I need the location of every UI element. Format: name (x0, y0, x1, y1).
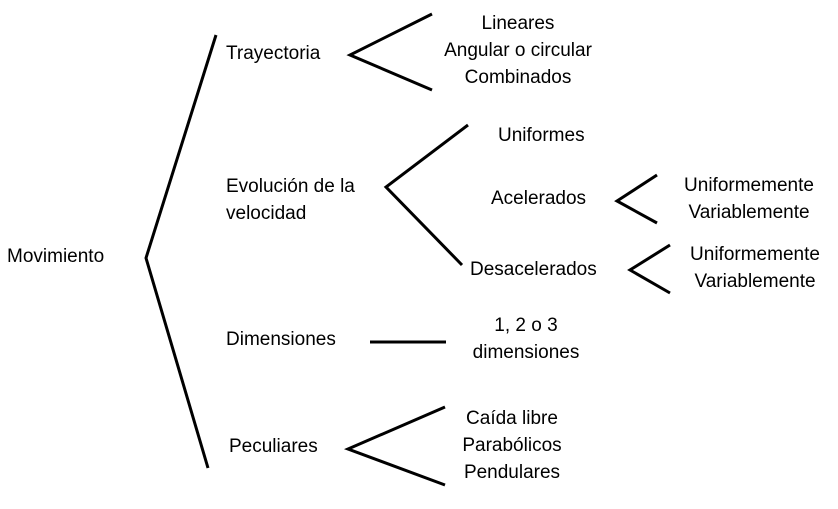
peculiares-items: Caída libre Parabólicos Pendulares (450, 405, 574, 486)
trayectoria-bracket (346, 12, 433, 92)
velocidad-label-line1: Evolución de la (226, 176, 355, 197)
acelerados-item: Uniformemente (684, 175, 814, 196)
peculiares-label: Peculiares (229, 436, 318, 457)
dimensiones-label: Dimensiones (226, 329, 336, 350)
velocidad-label-line2: velocidad (226, 203, 307, 224)
dimensiones-value: 1, 2 o 3 dimensiones (456, 312, 596, 366)
root-bracket (144, 34, 218, 469)
desacelerados-item: Uniformemente (690, 244, 820, 265)
trayectoria-item: Combinados (464, 67, 572, 88)
trayectoria-item: Lineares (481, 13, 555, 34)
peculiares-item: Caída libre (466, 408, 558, 429)
desacelerados-bracket (627, 243, 671, 295)
acelerados-items: Uniformemente Variablemente (670, 172, 828, 226)
peculiares-item: Parabólicos (462, 435, 562, 456)
trayectoria-item: Angular o circular (444, 40, 592, 61)
acelerados-label: Acelerados (491, 188, 587, 209)
acelerados-bracket (614, 173, 658, 225)
dimensiones-line2: dimensiones (472, 342, 580, 363)
desacelerados-label: Desacelerados (470, 259, 597, 280)
root-label: Movimiento (7, 246, 105, 267)
velocidad-bracket (383, 123, 469, 267)
velocidad-label: Evolución de la velocidad (226, 173, 355, 227)
desacelerados-items: Uniformemente Variablemente (676, 241, 834, 295)
peculiares-bracket (343, 405, 446, 487)
uniformes-label: Uniformes (498, 125, 585, 146)
dimensiones-line1: 1, 2 o 3 (494, 315, 558, 336)
desacelerados-item: Variablemente (694, 271, 816, 292)
peculiares-item: Pendulares (463, 462, 561, 483)
trayectoria-items: Lineares Angular o circular Combinados (430, 10, 606, 91)
acelerados-item: Variablemente (688, 202, 810, 223)
trayectoria-label: Trayectoria (226, 43, 321, 64)
